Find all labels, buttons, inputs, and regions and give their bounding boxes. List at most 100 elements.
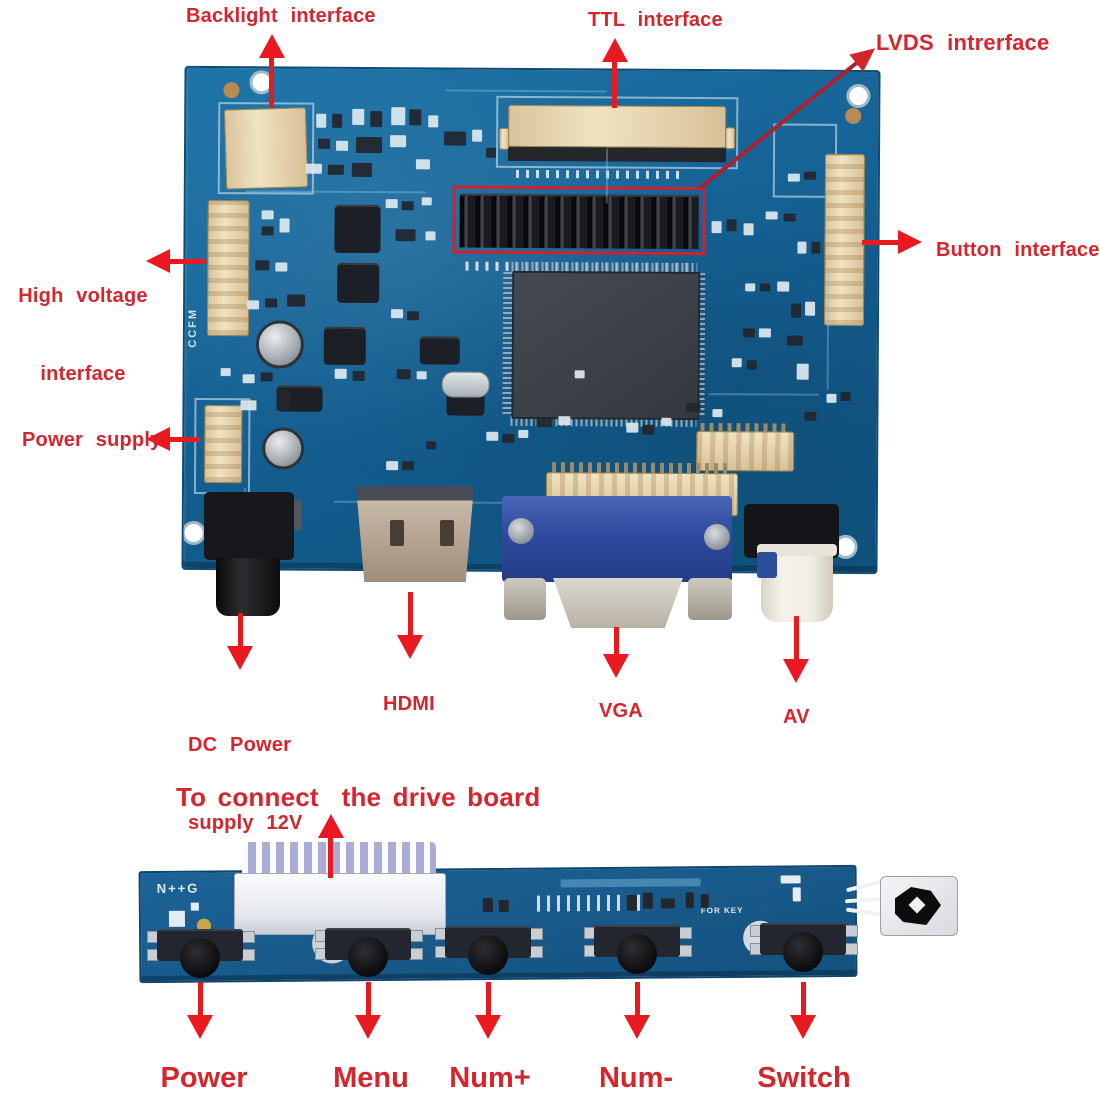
smd-component (805, 301, 816, 316)
smd-component (746, 360, 757, 370)
button-interface-label: Button interface (936, 239, 1100, 261)
button-pin (241, 949, 255, 961)
ttl-connector-latch (499, 127, 510, 150)
smd-component (536, 417, 553, 428)
lvds-highlight-box (452, 185, 706, 256)
ttl-connector (508, 104, 727, 149)
vga-port-body (502, 496, 732, 582)
button-pin (409, 947, 423, 960)
smd-component (421, 197, 432, 206)
vga-dsub-shell (553, 578, 683, 628)
vga-screw (508, 518, 534, 544)
smd-component (318, 138, 331, 149)
av-label: AV (783, 706, 810, 728)
keypad-component (780, 875, 801, 884)
smd-component (486, 431, 499, 441)
smd-component (574, 370, 585, 379)
smd-component (758, 328, 771, 338)
smd-component (711, 221, 722, 234)
smd-component (642, 424, 655, 435)
smd-component (406, 311, 420, 321)
keypad-component (498, 899, 509, 912)
smd-component (327, 164, 344, 175)
keypad-component (482, 898, 493, 913)
tactile-button-cap (617, 933, 657, 974)
smd-component (712, 409, 723, 418)
smd-component (760, 283, 771, 292)
lvds-label: LVDS intrerface (876, 30, 1050, 55)
smd-component (444, 131, 467, 146)
high-voltage-connector (206, 200, 250, 337)
av-jack-lip (757, 544, 837, 556)
silkscreen-text-ccfm: CCFM (186, 307, 200, 348)
button-pin (678, 944, 692, 957)
smd-component (472, 129, 483, 142)
smd-component (242, 374, 255, 384)
smd-component (415, 159, 430, 170)
inductor (337, 262, 380, 304)
hdmi-contact (440, 520, 454, 546)
smd-component (797, 241, 807, 254)
inductor (323, 326, 366, 365)
hdmi-contact (390, 520, 404, 546)
smd-component (416, 371, 427, 380)
smd-component (332, 113, 343, 128)
smd-component (356, 136, 383, 154)
keypad-component (626, 894, 637, 911)
av-jack-detail (757, 552, 777, 578)
button-pin (241, 931, 255, 943)
dc-jack-body (204, 492, 294, 560)
tactile-button-cap (468, 935, 508, 975)
silkscreen-pin-marks (515, 169, 686, 179)
vga-screw-post (504, 578, 546, 620)
keypad-label-menu: Menu (333, 1062, 409, 1094)
crystal-oscillator (441, 371, 490, 398)
smd-component (502, 433, 515, 443)
ir-receiver (880, 876, 958, 936)
pcb-trace (708, 393, 819, 396)
smd-component (787, 173, 800, 182)
smd-component (351, 162, 372, 178)
vga-screw-post (688, 578, 732, 620)
smd-component (826, 393, 837, 403)
button-pin (844, 925, 858, 937)
backlight-connector (223, 107, 309, 190)
main-ic-chip (511, 270, 701, 421)
smd-component (391, 107, 406, 126)
smd-component (265, 298, 278, 308)
keypad-connector-body (234, 873, 446, 935)
button-pin (529, 946, 543, 958)
smd-component (426, 441, 437, 450)
smd-component (391, 309, 404, 319)
dc-jack-barrel (216, 558, 280, 616)
keypad-label-num-plus: Num+ (449, 1062, 531, 1094)
tactile-button-cap (783, 932, 823, 972)
keypad-component (168, 910, 186, 927)
copper-pad (845, 107, 862, 125)
smd-component (811, 241, 821, 254)
smd-component (518, 429, 529, 438)
smd-component (428, 115, 439, 128)
smd-component (661, 417, 672, 426)
smd-component (261, 210, 274, 220)
smd-component (352, 370, 365, 381)
ttl-label: TTL interface (588, 9, 723, 31)
copper-pad (223, 82, 240, 99)
high-voltage-label-line1: High voltage (18, 285, 148, 307)
keypad-connector-pins (242, 842, 436, 876)
keypad-component (700, 894, 709, 909)
smd-component (783, 213, 796, 222)
button-interface-connector (823, 153, 866, 327)
electrolytic-capacitor (262, 427, 305, 470)
smd-component (803, 171, 816, 180)
hdmi-label: HDMI (383, 693, 435, 715)
smd-component (686, 402, 701, 413)
high-voltage-label-line2: interface (40, 363, 126, 385)
smd-component (425, 231, 436, 241)
smd-component (791, 303, 802, 318)
smd-component (765, 211, 778, 220)
keypad-component (560, 878, 701, 888)
inductor (334, 204, 381, 254)
smd-component (840, 391, 851, 401)
keypad-label-num-minus: Num- (598, 1062, 674, 1094)
